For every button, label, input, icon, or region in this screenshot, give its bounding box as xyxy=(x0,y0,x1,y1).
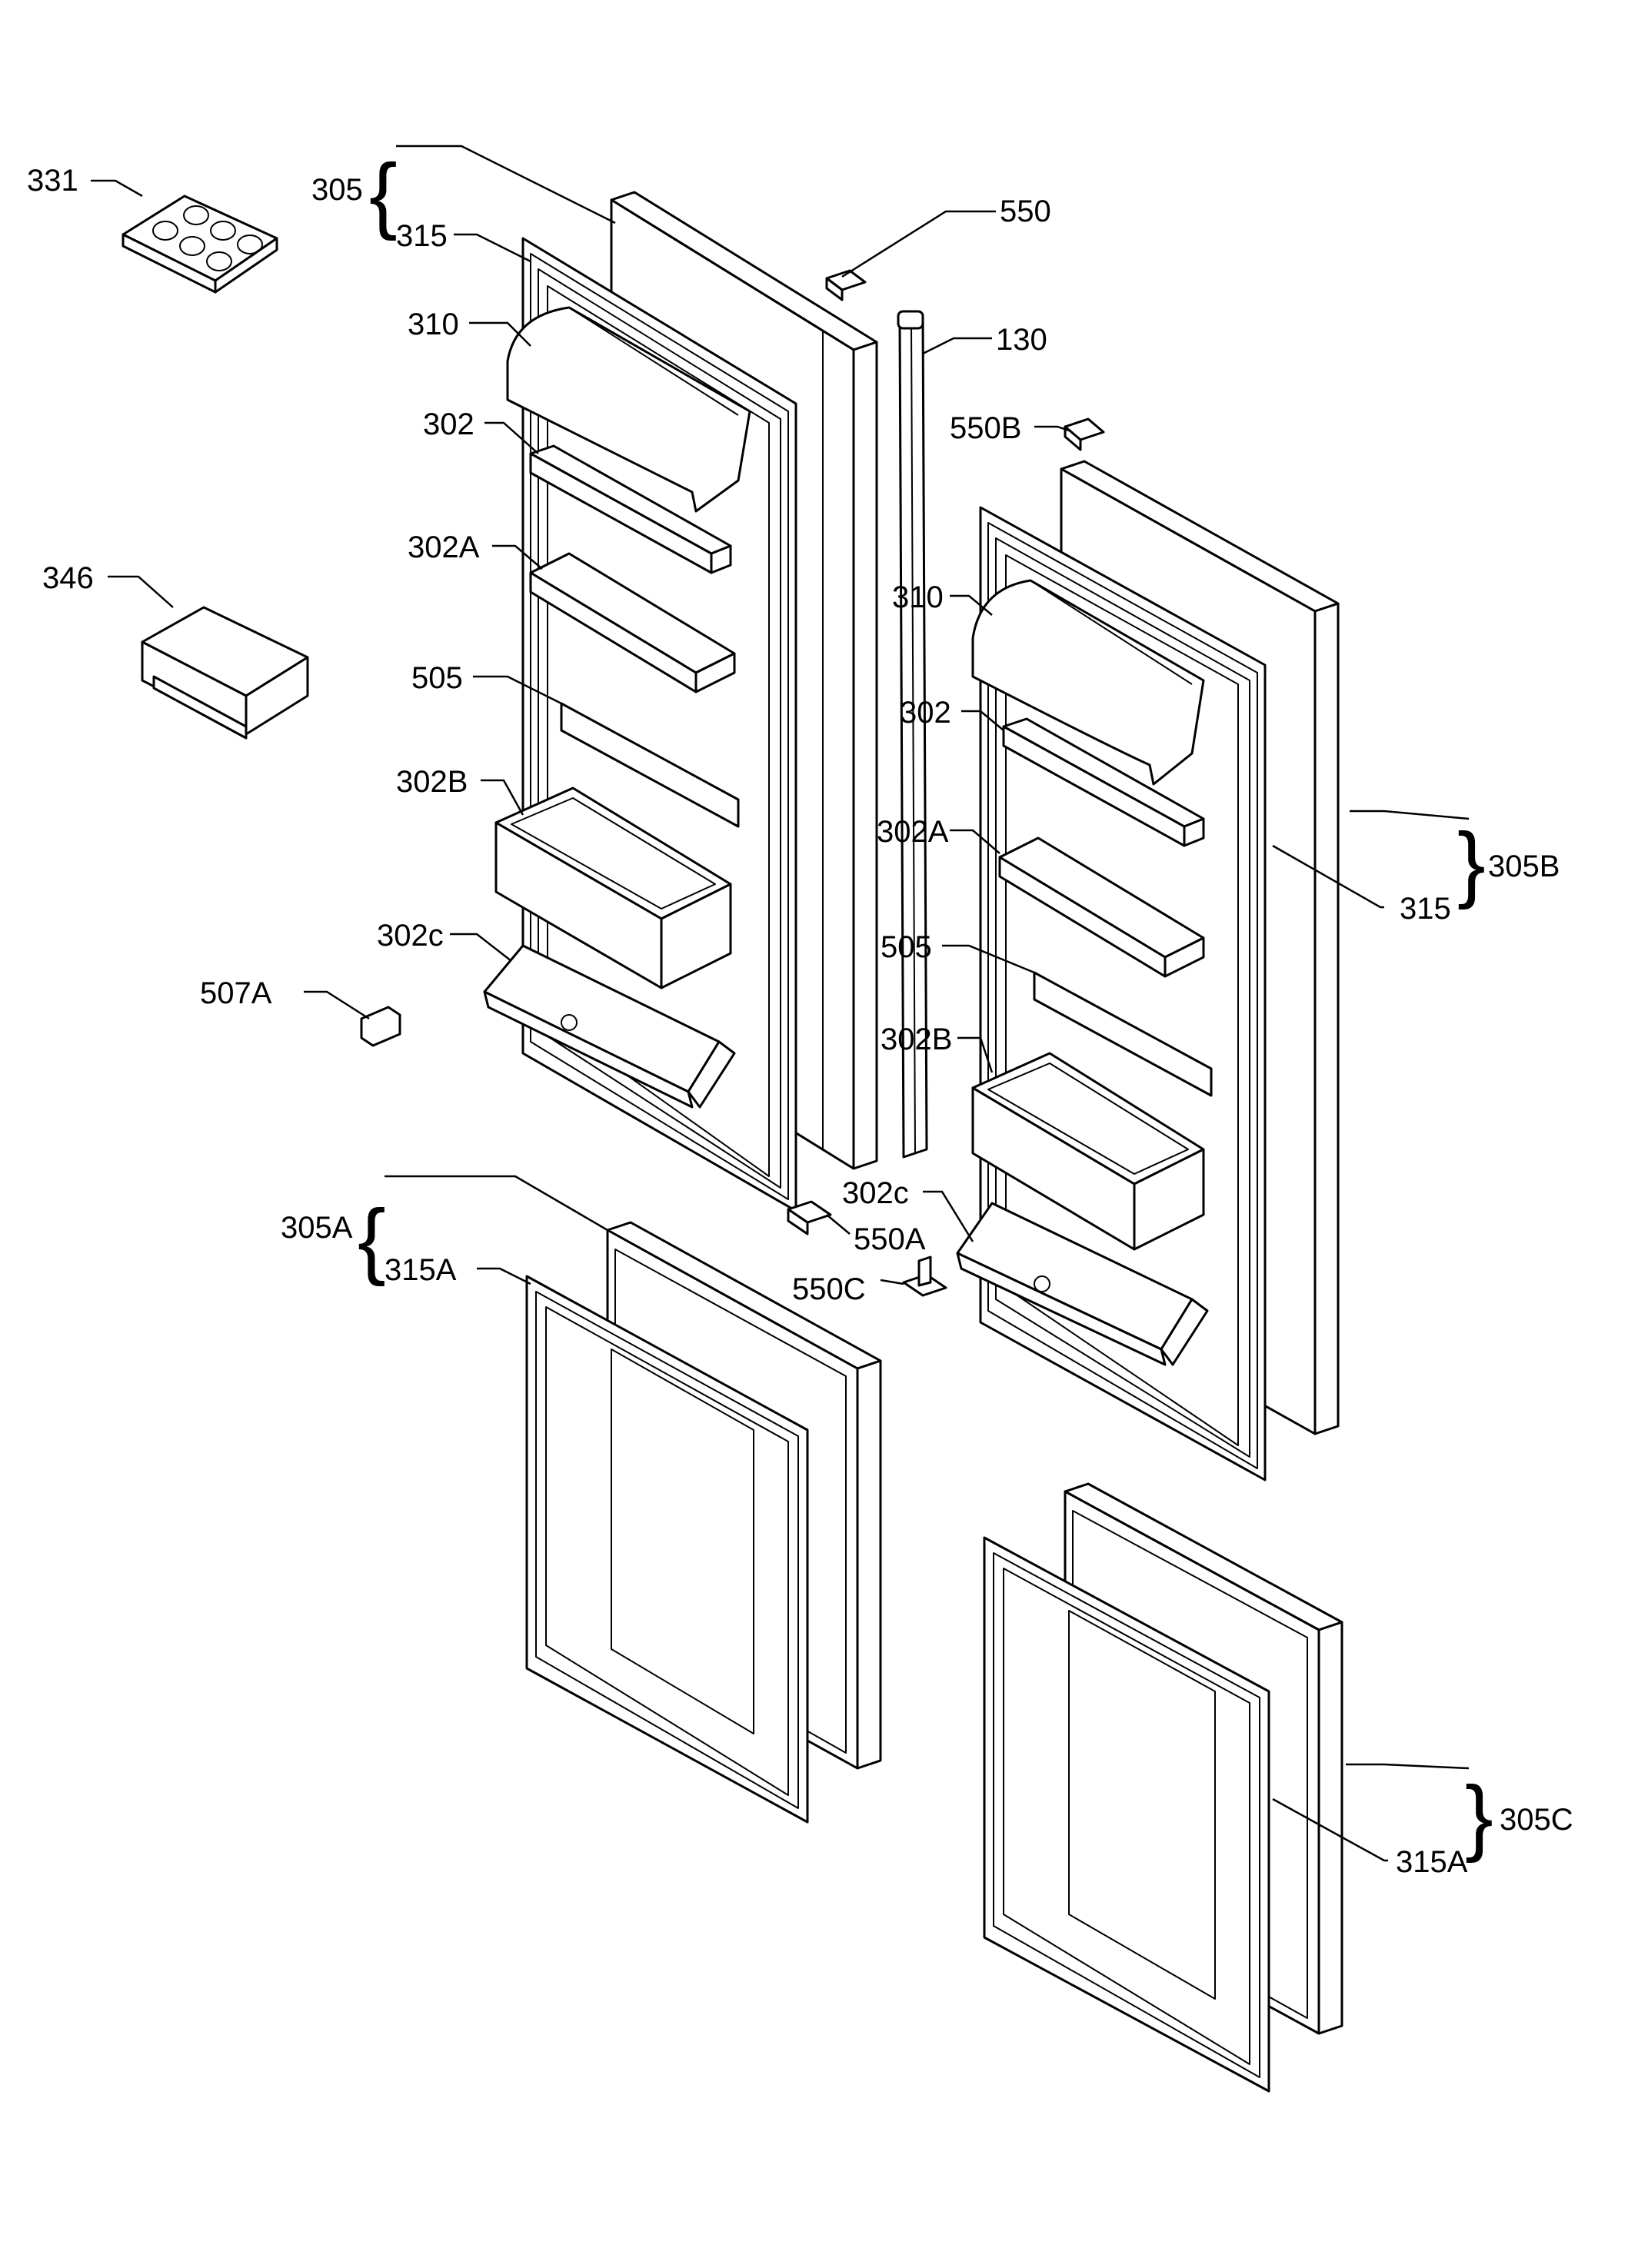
label-310-right: 310 xyxy=(892,580,944,614)
label-302B-left: 302B xyxy=(396,765,468,799)
label-302A-left: 302A xyxy=(408,530,480,564)
label-305B: 305B xyxy=(1488,850,1560,883)
clip-507A xyxy=(360,1006,401,1047)
label-550B: 550B xyxy=(950,411,1021,445)
label-346: 346 xyxy=(42,561,94,595)
label-302-right: 302 xyxy=(900,696,951,730)
egg-tray-331 xyxy=(122,195,278,294)
left-label-strip-505 xyxy=(560,702,740,828)
left-dairy-cover xyxy=(506,306,751,513)
brace-305B: } xyxy=(1457,816,1486,910)
right-shelf-302 xyxy=(1002,717,1205,847)
label-302-left: 302 xyxy=(423,407,474,441)
right-dairy-cover xyxy=(971,579,1205,786)
label-550A: 550A xyxy=(854,1222,926,1256)
label-305A: 305A xyxy=(281,1211,353,1245)
label-315-right: 315 xyxy=(1400,892,1451,926)
butter-box-346 xyxy=(141,606,309,740)
left-egg-bin-302c xyxy=(483,944,736,1109)
clip-550B xyxy=(1064,417,1105,451)
right-label-strip-505 xyxy=(1033,971,1213,1097)
left-bin-302B xyxy=(494,786,732,989)
label-315A-right: 315A xyxy=(1396,1845,1468,1879)
label-130: 130 xyxy=(996,323,1047,357)
label-550: 550 xyxy=(1000,195,1051,228)
left-lower-door-gasket xyxy=(525,1275,809,1824)
brace-305C: } xyxy=(1465,1769,1493,1864)
right-shelf-302A xyxy=(998,836,1205,978)
leader-lines xyxy=(91,145,1470,1862)
label-331: 331 xyxy=(27,164,78,198)
right-egg-bin-302c xyxy=(956,1202,1209,1366)
clip-550 xyxy=(825,269,867,301)
label-310-left: 310 xyxy=(408,308,459,341)
label-315A-left: 315A xyxy=(385,1253,457,1287)
brace-305A: { xyxy=(358,1192,386,1287)
left-shelf-302A xyxy=(529,552,736,693)
label-302c-right: 302c xyxy=(842,1176,909,1210)
brace-305: { xyxy=(369,147,398,241)
label-507A: 507A xyxy=(200,976,272,1010)
right-bin-302B xyxy=(971,1052,1205,1251)
label-302A-right: 302A xyxy=(877,815,949,849)
label-302c-left: 302c xyxy=(377,919,444,953)
label-305C: 305C xyxy=(1500,1803,1573,1837)
label-315: 315 xyxy=(396,219,448,253)
clip-550C xyxy=(902,1255,947,1297)
label-550C: 550C xyxy=(792,1272,866,1306)
clip-550A xyxy=(787,1200,832,1235)
label-505-right: 505 xyxy=(881,930,932,964)
label-302B-right: 302B xyxy=(881,1023,952,1056)
label-505-left: 505 xyxy=(411,661,463,695)
label-305: 305 xyxy=(311,173,363,207)
center-mullion-130 xyxy=(897,310,928,1159)
right-lower-door-gasket xyxy=(983,1536,1270,2093)
left-shelf-302 xyxy=(529,444,732,574)
